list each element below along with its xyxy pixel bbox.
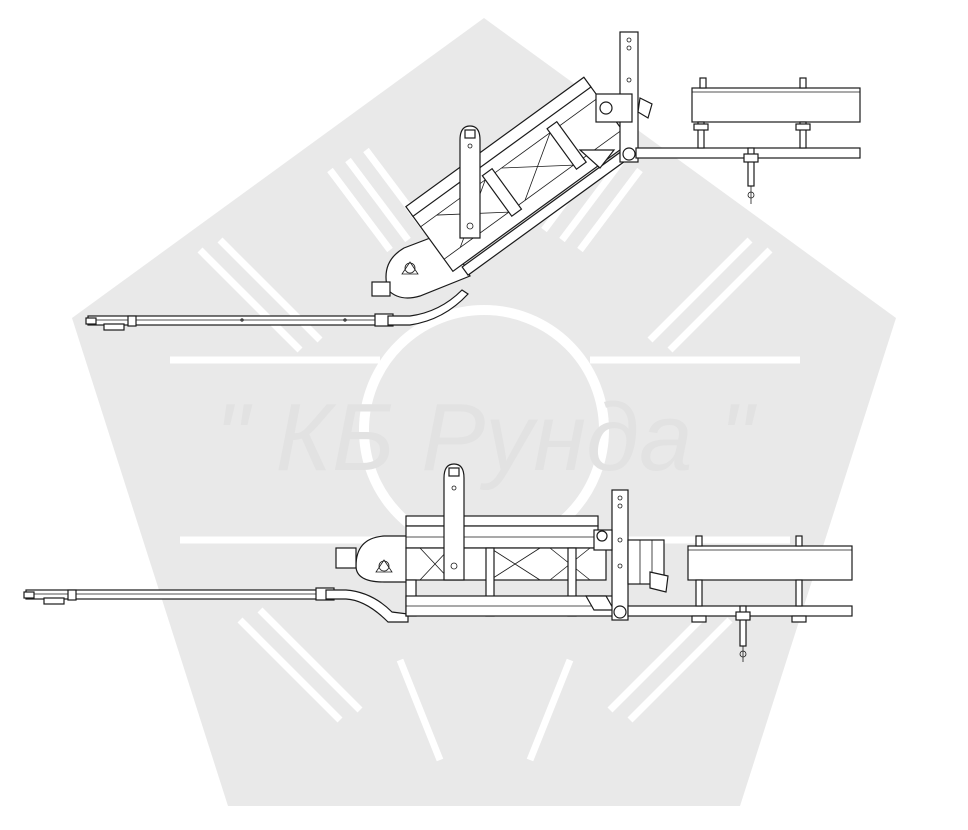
- hitch-assembly-tilted: [635, 77, 861, 204]
- nose-plate-level: [335, 535, 411, 583]
- level-frame: [405, 515, 617, 617]
- lift-arm-level: [443, 463, 465, 581]
- lift-arm-tilted: [459, 125, 481, 239]
- level-view: [23, 463, 853, 662]
- vertical-post-tilted: [578, 31, 653, 169]
- watermark-text: " КБ Рунда ": [215, 384, 757, 491]
- tow-bar: [85, 289, 469, 331]
- tilted-view: [85, 31, 861, 331]
- hitch-assembly-level: [627, 535, 853, 662]
- tow-bar-level: [23, 587, 409, 623]
- vertical-post-level: [593, 489, 669, 621]
- watermark-logo: " КБ Рунда ": [72, 18, 896, 806]
